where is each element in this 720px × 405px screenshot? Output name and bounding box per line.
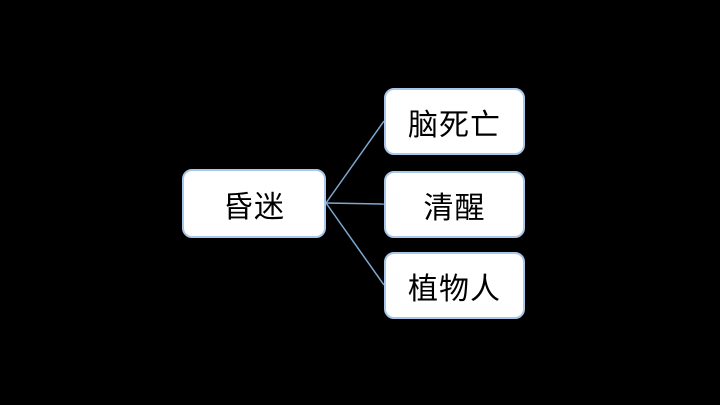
node-coma[interactable]: 昏迷 <box>182 169 326 238</box>
connector-line-top <box>325 120 385 204</box>
connector-line-bottom <box>325 202 385 286</box>
node-coma-label: 昏迷 <box>223 190 285 224</box>
node-awake-label: 清醒 <box>423 191 486 225</box>
node-vegetative-label: 植物人 <box>408 272 501 306</box>
node-brain-death[interactable]: 脑死亡 <box>384 88 525 155</box>
node-vegetative[interactable]: 植物人 <box>384 252 525 319</box>
node-awake[interactable]: 清醒 <box>384 171 525 238</box>
connector-line-middle <box>325 202 385 205</box>
node-brain-death-label: 脑死亡 <box>408 108 501 142</box>
